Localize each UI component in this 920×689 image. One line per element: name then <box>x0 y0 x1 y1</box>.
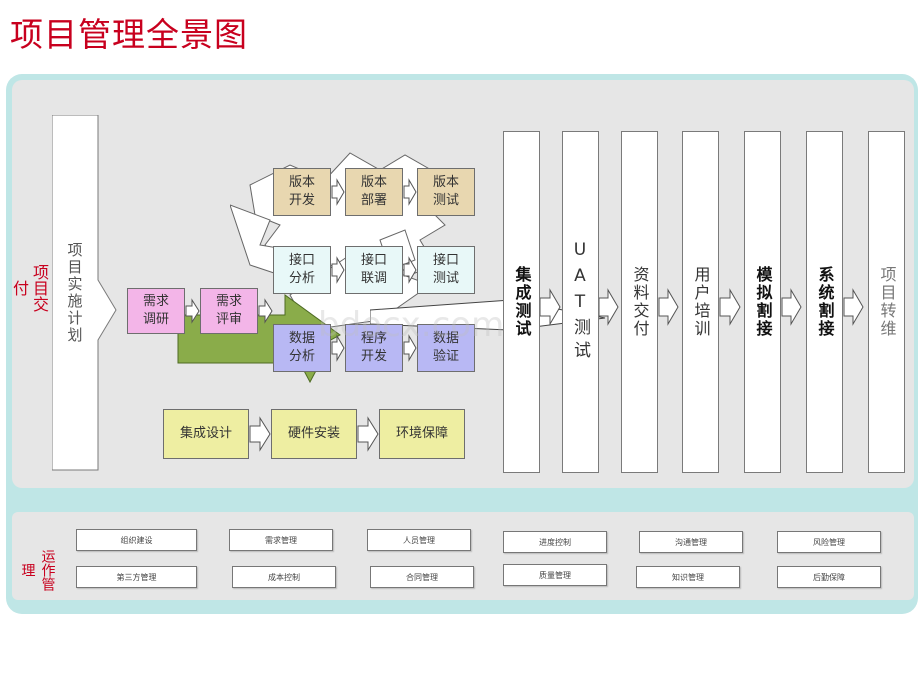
watermark: bdocx.com <box>318 305 505 345</box>
mgmt-knowledge: 知识管理 <box>636 566 740 588</box>
hardware-install: 硬件安装 <box>271 409 357 459</box>
mgmt-risk: 风险管理 <box>777 531 881 553</box>
interface-test: 接口测试 <box>417 246 475 294</box>
version-test: 版本测试 <box>417 168 475 216</box>
phase-system-cutover: 系统割接 <box>806 131 843 473</box>
version-develop-label: 版本开发 <box>288 175 315 208</box>
requirement-review: 需求评审 <box>200 288 258 334</box>
mgmt-requirements: 需求管理 <box>229 529 333 551</box>
interface-analysis-label: 接口分析 <box>288 253 315 286</box>
mgmt-communication: 沟通管理 <box>639 531 743 553</box>
interface-test-label: 接口测试 <box>432 253 459 286</box>
mgmt-logistics: 后勤保障 <box>777 566 881 588</box>
data-verify: 数据验证 <box>417 324 475 372</box>
phase-user-training: 用户培训 <box>682 131 719 473</box>
version-deploy: 版本部署 <box>345 168 403 216</box>
environment-support-label: 环境保障 <box>395 426 448 441</box>
mgmt-personnel: 人员管理 <box>367 529 471 551</box>
mgmt-logistics-label: 后勤保障 <box>813 572 845 582</box>
operations-label-text: 运作管理 <box>19 549 56 591</box>
phase-uat-test-label: UAT测试 <box>570 240 590 364</box>
phase-simulated-cutover: 模拟割接 <box>744 131 781 473</box>
mgmt-contract-label: 合同管理 <box>406 572 438 582</box>
mgmt-third-party-label: 第三方管理 <box>116 572 157 582</box>
interface-analysis: 接口分析 <box>273 246 331 294</box>
mgmt-quality: 质量管理 <box>503 564 607 586</box>
program-develop: 程序开发 <box>345 324 403 372</box>
phase-document-delivery-label: 资料交付 <box>630 266 650 338</box>
integration-design-label: 集成设计 <box>179 426 232 441</box>
delivery-side-label: 项目交付 <box>0 258 58 318</box>
mgmt-quality-label: 质量管理 <box>539 570 571 580</box>
plan-label: 项目实施计划 <box>65 241 84 344</box>
phase-integration-test: 集成测试 <box>503 131 540 473</box>
mgmt-communication-label: 沟通管理 <box>675 537 707 547</box>
phase-user-training-label: 用户培训 <box>691 266 711 338</box>
delivery-label-text: 项目交付 <box>10 264 49 312</box>
mgmt-cost: 成本控制 <box>232 566 336 588</box>
requirement-survey-label: 需求调研 <box>142 294 169 327</box>
data-analysis-label: 数据分析 <box>288 331 315 364</box>
operations-side-label: 运作管理 <box>0 548 75 591</box>
version-test-label: 版本测试 <box>432 175 459 208</box>
version-deploy-label: 版本部署 <box>360 175 387 208</box>
mgmt-risk-label: 风险管理 <box>813 537 845 547</box>
mgmt-cost-label: 成本控制 <box>268 572 300 582</box>
integration-design: 集成设计 <box>163 409 249 459</box>
hardware-install-label: 硬件安装 <box>287 426 340 441</box>
phase-system-cutover-label: 系统割接 <box>815 266 835 338</box>
phase-document-delivery: 资料交付 <box>621 131 658 473</box>
phase-uat-test: UAT测试 <box>562 131 599 473</box>
mgmt-organization-label: 组织建设 <box>120 535 153 545</box>
plan-block: 项目实施计划 <box>52 115 122 475</box>
interface-integration-label: 接口联调 <box>360 253 387 286</box>
mgmt-schedule-label: 进度控制 <box>539 537 571 547</box>
environment-support: 环境保障 <box>379 409 465 459</box>
phase-integration-test-label: 集成测试 <box>512 266 532 338</box>
mgmt-schedule: 进度控制 <box>503 531 607 553</box>
mgmt-contract: 合同管理 <box>370 566 474 588</box>
requirement-survey: 需求调研 <box>127 288 185 334</box>
data-verify-label: 数据验证 <box>432 331 459 364</box>
mgmt-organization: 组织建设 <box>76 529 197 551</box>
data-analysis: 数据分析 <box>273 324 331 372</box>
phase-simulated-cutover-label: 模拟割接 <box>753 266 773 338</box>
requirement-review-label: 需求评审 <box>215 294 242 327</box>
mgmt-knowledge-label: 知识管理 <box>672 572 704 582</box>
page-title: 项目管理全景图 <box>10 15 248 54</box>
mgmt-requirements-label: 需求管理 <box>265 535 297 545</box>
mgmt-personnel-label: 人员管理 <box>403 535 435 545</box>
phase-handover-label: 项目转维 <box>877 266 897 338</box>
mgmt-third-party: 第三方管理 <box>76 566 197 588</box>
version-develop: 版本开发 <box>273 168 331 216</box>
phase-handover: 项目转维 <box>868 131 905 473</box>
interface-integration: 接口联调 <box>345 246 403 294</box>
program-develop-label: 程序开发 <box>360 331 387 364</box>
